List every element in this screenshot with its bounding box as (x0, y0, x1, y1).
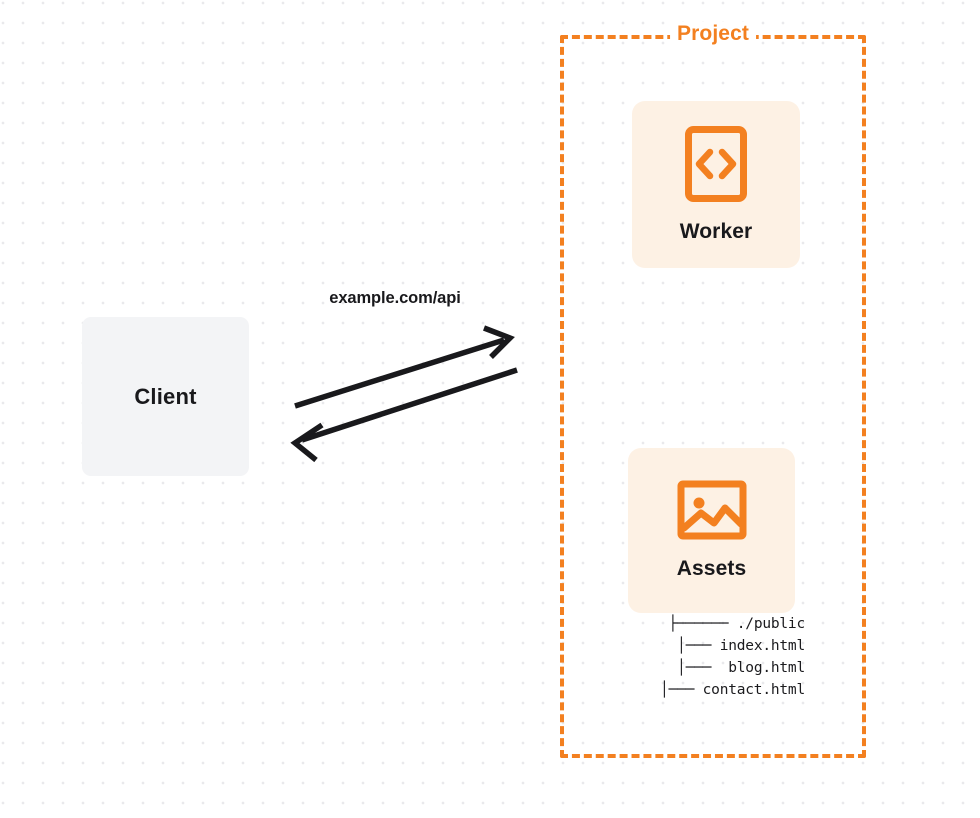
worker-card-label: Worker (679, 220, 753, 243)
tree-row: │─── contact.html (659, 682, 805, 698)
tree-row: │─── index.html (677, 638, 805, 654)
worker-card[interactable]: Worker (632, 101, 800, 268)
tree-row: ├────── ./public (668, 616, 806, 632)
assets-card[interactable]: Assets (628, 448, 795, 613)
tree-row: │─── blog.html (677, 660, 805, 676)
project-title: Project (670, 22, 756, 46)
code-brackets-icon (684, 125, 748, 208)
client-node-label: Client (134, 383, 197, 409)
bidirectional-connector (270, 320, 540, 465)
client-node[interactable]: Client (82, 317, 249, 476)
project-container: Project (560, 22, 866, 758)
connector-label: example.com/api (329, 289, 461, 307)
assets-file-tree: ├────── ./public │─── index.html │─── bl… (600, 616, 805, 708)
response-arrow-icon (290, 367, 518, 463)
assets-card-label: Assets (676, 557, 747, 580)
image-icon (677, 480, 747, 545)
request-arrow-icon (294, 325, 515, 409)
connector-arrows-svg (290, 325, 518, 463)
